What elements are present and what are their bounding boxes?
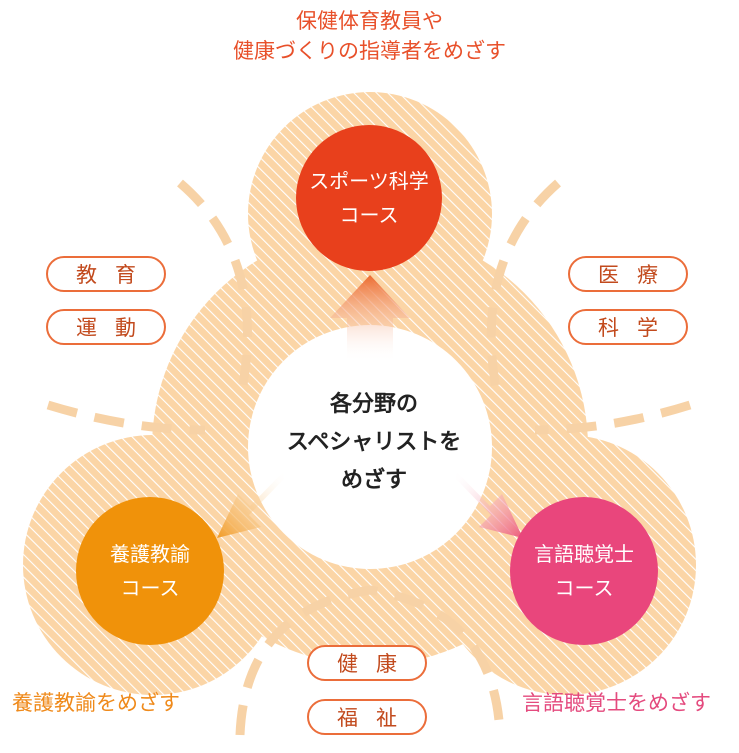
dashed-arc-left — [46, 400, 206, 435]
arrow-down-right — [455, 470, 523, 538]
center-disc — [248, 325, 492, 569]
course-school-nurse: 養護教諭 コース — [76, 497, 224, 645]
caption-bottom-right: 言語聴覚士をめざす — [522, 691, 711, 715]
course-nursing-line2: コース — [120, 576, 180, 600]
center-line1: 各分野の — [329, 391, 418, 417]
course-speech-therapist: 言語聴覚士 コース — [510, 497, 658, 645]
arrow-down-left — [217, 470, 285, 538]
field-pill-science: 科学 — [568, 309, 688, 345]
center-line3: めざす — [340, 467, 407, 493]
dashed-arc-top-right — [486, 179, 561, 401]
field-pill-health: 健康 — [307, 645, 427, 681]
course-sports-line2: コース — [339, 203, 399, 227]
course-speech-line1: 言語聴覚士 — [534, 542, 634, 566]
dashed-arc-right — [534, 400, 692, 435]
field-pill-medical: 医療 — [568, 256, 688, 292]
course-sports-line1: スポーツ科学 — [309, 169, 429, 193]
dashed-arcs — [46, 179, 692, 736]
center-line2: スペシャリストを — [286, 429, 462, 455]
field-pill-education: 教育 — [46, 256, 166, 292]
caption-top-line2: 健康づくりの指導者をめざす — [233, 39, 506, 63]
field-pill-exercise: 運動 — [46, 309, 166, 345]
dashed-arc-top-left — [177, 179, 252, 401]
arrow-up — [330, 275, 410, 362]
course-sports-science: スポーツ科学 コース — [296, 125, 442, 271]
center-message: 各分野の スペシャリストを めざす — [274, 385, 474, 499]
dashed-arc-bottom — [235, 585, 505, 736]
course-nursing-line1: 養護教諭 — [110, 542, 190, 566]
caption-top-line1: 保健体育教員や — [296, 9, 443, 33]
caption-bottom-left: 養護教諭をめざす — [12, 691, 180, 715]
field-pill-welfare: 福祉 — [307, 699, 427, 735]
course-speech-line2: コース — [554, 576, 614, 600]
